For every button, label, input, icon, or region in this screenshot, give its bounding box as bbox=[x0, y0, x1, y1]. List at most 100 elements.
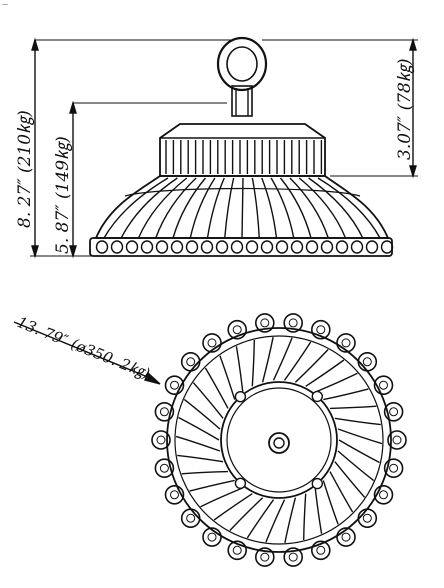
ring-teeth bbox=[95, 240, 394, 254]
scallop-lobe bbox=[254, 547, 275, 567]
heat-sink-top bbox=[159, 123, 326, 177]
flare-fin bbox=[308, 177, 364, 239]
mounting-screw bbox=[234, 477, 247, 489]
radial-fin bbox=[314, 372, 358, 393]
hook-height-label: 3.07″ (78㎏) bbox=[395, 58, 415, 160]
radial-fin bbox=[338, 439, 380, 464]
radial-fin bbox=[251, 339, 255, 387]
flare-fin bbox=[224, 177, 235, 239]
ring-tooth bbox=[215, 240, 229, 254]
flare-fin bbox=[189, 177, 216, 239]
outer-rim-circle bbox=[166, 327, 392, 553]
radial-fin bbox=[322, 480, 339, 525]
scallop-hole bbox=[159, 407, 169, 417]
scallop-hole bbox=[260, 318, 270, 328]
ring-tooth bbox=[245, 240, 259, 254]
lamp-body-flare bbox=[94, 175, 390, 239]
scallop-hole bbox=[316, 545, 326, 555]
scallop-hole bbox=[170, 380, 179, 390]
scallop-hole bbox=[232, 545, 242, 555]
radial-fin bbox=[246, 499, 275, 539]
radial-fin bbox=[213, 493, 253, 521]
scallop-lobe bbox=[387, 430, 407, 450]
radial-fin bbox=[181, 470, 229, 475]
hanging-ring bbox=[216, 36, 268, 117]
scallop-hole bbox=[389, 407, 399, 417]
radial-fin bbox=[261, 337, 274, 383]
radial-fin bbox=[177, 454, 224, 463]
ring-tooth bbox=[350, 240, 364, 254]
scallop-lobe bbox=[151, 430, 171, 450]
scallop-hole bbox=[207, 532, 217, 542]
ring-tooth bbox=[110, 240, 124, 254]
radial-fin bbox=[294, 349, 329, 383]
radial-fin bbox=[323, 388, 369, 401]
radial-fin bbox=[329, 471, 354, 513]
ring-tooth bbox=[305, 240, 319, 254]
overall-height-dimension-line bbox=[30, 37, 232, 259]
heat-sink-fins bbox=[165, 140, 323, 174]
ring-tooth bbox=[170, 240, 184, 254]
scallop-lobe bbox=[254, 313, 275, 333]
ring-tooth bbox=[290, 240, 304, 254]
ring-tooth bbox=[140, 240, 154, 254]
scallop-hole bbox=[207, 338, 217, 348]
scallop-lobe bbox=[180, 351, 201, 372]
radial-fin bbox=[305, 359, 345, 387]
scallop-hole bbox=[389, 463, 399, 473]
flare-fin bbox=[298, 177, 347, 239]
center-housing-inner bbox=[226, 387, 332, 493]
radial-fin bbox=[265, 499, 286, 543]
body-height-label: 5. 87″ (149㎏) bbox=[53, 136, 73, 254]
inner-rim-circle bbox=[174, 335, 384, 545]
flare-fin bbox=[251, 177, 260, 239]
ring-tooth bbox=[320, 240, 334, 254]
flare-fin bbox=[120, 177, 178, 239]
ring-tooth bbox=[95, 240, 109, 254]
mounting-screws bbox=[234, 390, 323, 490]
flare-fin bbox=[261, 177, 278, 239]
scallop-hole bbox=[232, 325, 242, 335]
flare-fin bbox=[172, 177, 207, 239]
radial-fin bbox=[189, 479, 235, 492]
scallop-hole bbox=[392, 435, 402, 445]
ring-tooth bbox=[275, 240, 289, 254]
flare-fin bbox=[206, 177, 225, 239]
radial-fin bbox=[303, 493, 307, 541]
radial-fin bbox=[314, 487, 323, 534]
ring-tooth bbox=[200, 240, 214, 254]
flare-fin bbox=[241, 177, 244, 239]
radial-fin bbox=[334, 417, 381, 426]
ring-tooth bbox=[335, 240, 349, 254]
flare-fin bbox=[279, 177, 312, 239]
outer-scalloped-ring bbox=[151, 313, 407, 567]
overall-height-label: 8. 27″ (210㎏) bbox=[15, 110, 35, 228]
radial-fin bbox=[183, 398, 221, 430]
scallop-lobe bbox=[357, 351, 378, 372]
body-height-dimension-line bbox=[69, 100, 227, 259]
flare-fins bbox=[103, 177, 381, 239]
center-hook-hole bbox=[273, 437, 285, 449]
flare-fin bbox=[155, 177, 197, 239]
ring-tooth bbox=[260, 240, 274, 254]
scallop-hole bbox=[341, 338, 351, 348]
ring-tooth bbox=[125, 240, 139, 254]
scallop-hole bbox=[186, 513, 196, 523]
diameter-label: 13. 79″ (ø350. 2㎏) bbox=[15, 313, 153, 383]
ring-tooth bbox=[380, 240, 394, 254]
radial-fin bbox=[192, 382, 224, 419]
scallop-hole bbox=[288, 318, 298, 328]
radial-fin bbox=[175, 435, 221, 452]
scallop-hole bbox=[260, 552, 270, 562]
mounting-screw bbox=[311, 477, 323, 490]
scallop-lobe bbox=[283, 313, 304, 333]
flare-fin bbox=[103, 177, 169, 239]
hook-height-dimension-line bbox=[262, 37, 418, 179]
center-housing bbox=[220, 381, 338, 499]
mounting-screw bbox=[234, 391, 247, 403]
radial-fin bbox=[272, 337, 293, 381]
radial-fin bbox=[284, 497, 297, 543]
corner-mark: — bbox=[2, 1, 8, 8]
scallop-lobe bbox=[357, 508, 378, 529]
ring-tooth bbox=[185, 240, 199, 254]
